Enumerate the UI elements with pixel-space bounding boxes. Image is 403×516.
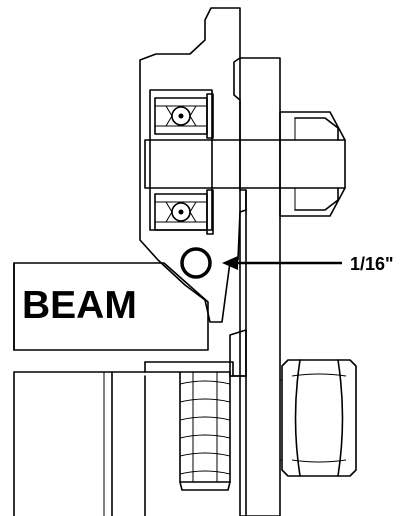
hex-nut: [280, 359, 357, 477]
clearance-marker: [180, 247, 342, 279]
mounting-plate: [229, 57, 281, 516]
upper-bearing: [154, 93, 214, 139]
lower-bearing: [154, 189, 214, 235]
threaded-section: [144, 371, 247, 516]
shaft: [144, 111, 346, 217]
beam-label: BEAM: [22, 284, 137, 327]
bolt-shank: [13, 361, 234, 516]
clearance-dimension-label: 1/16": [350, 254, 394, 274]
beam-section: [13, 262, 209, 351]
